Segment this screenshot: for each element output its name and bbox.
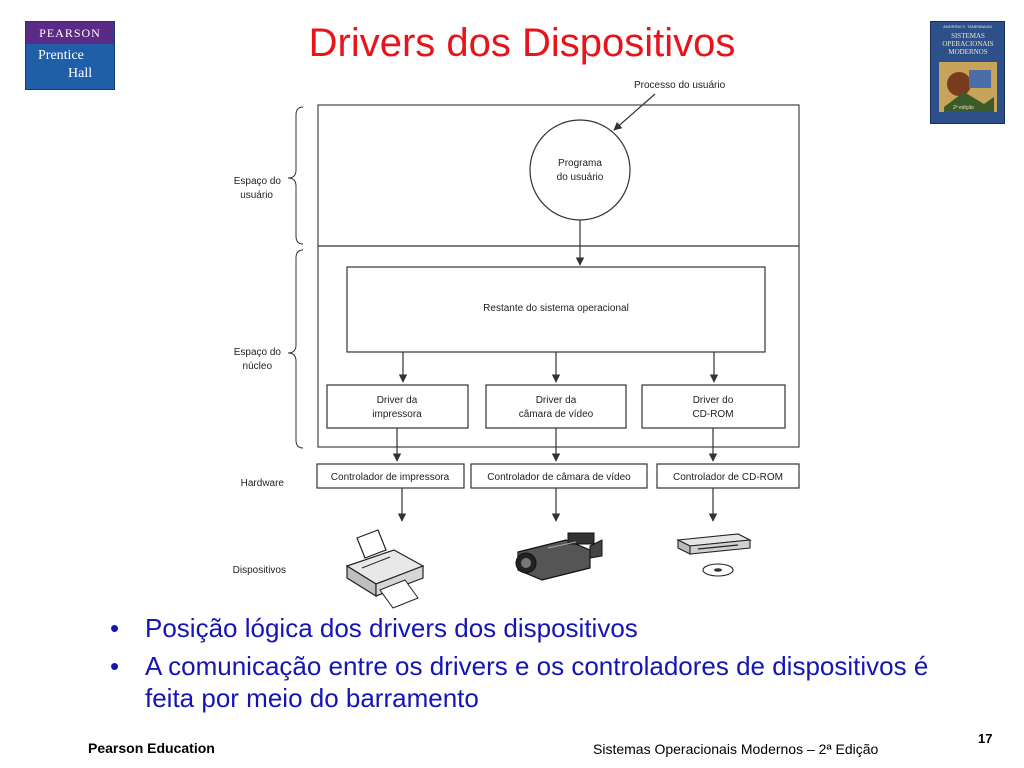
printer-controller-label: Controlador de impressora bbox=[331, 472, 450, 483]
printer-driver-line1: Driver da bbox=[377, 395, 418, 406]
logo-line-1: PEARSON bbox=[26, 22, 114, 44]
book-title: SISTEMAS OPERACIONAIS MODERNOS bbox=[942, 32, 994, 56]
page-number: 17 bbox=[978, 731, 993, 746]
camera-driver-line2: câmara de vídeo bbox=[519, 409, 594, 420]
camera-controller-label: Controlador de câmara de vídeo bbox=[487, 472, 631, 483]
program-label-line1: Programa bbox=[558, 158, 602, 169]
footer-publisher: Pearson Education bbox=[88, 740, 215, 756]
cdrom-driver-line2: CD-ROM bbox=[692, 409, 733, 420]
book-author: ANDREW S. TANENBAUM bbox=[943, 24, 992, 29]
bullet-list: Posição lógica dos drivers dos dispositi… bbox=[110, 612, 945, 720]
printer-driver-line2: impressora bbox=[372, 409, 422, 420]
logo-line-2: Prentice bbox=[38, 48, 84, 63]
kernel-space-frame bbox=[317, 245, 800, 448]
pearson-prentice-hall-logo: PEARSON Prentice Hall bbox=[25, 21, 115, 90]
cdrom-drive-icon bbox=[676, 533, 752, 577]
user-space-brace bbox=[287, 106, 304, 245]
user-program-circle bbox=[529, 119, 631, 221]
printer-icon bbox=[345, 529, 425, 609]
user-space-label-line2: usuário bbox=[240, 190, 273, 201]
book-cover-image: ANDREW S. TANENBAUM SISTEMAS OPERACIONAI… bbox=[930, 21, 1005, 124]
bullet-item: Posição lógica dos drivers dos dispositi… bbox=[110, 612, 945, 644]
cdrom-controller-label: Controlador de CD-ROM bbox=[673, 472, 783, 483]
kernel-space-brace bbox=[287, 249, 304, 449]
camera-driver-box bbox=[485, 384, 627, 429]
slide-title: Drivers dos Dispositivos bbox=[308, 21, 736, 65]
devices-label: Dispositivos bbox=[233, 565, 286, 576]
cdrom-driver-box bbox=[641, 384, 786, 429]
process-pointer-arrow bbox=[613, 93, 656, 131]
book-cover-art: 2ª edição bbox=[939, 62, 997, 112]
cdrom-controller-box bbox=[656, 463, 800, 489]
cdrom-driver-line1: Driver do bbox=[693, 395, 734, 406]
footer-book-title: Sistemas Operacionais Modernos – 2ª Ediç… bbox=[593, 741, 879, 757]
os-rest-label: Restante do sistema operacional bbox=[483, 303, 629, 314]
logo-line-3: Hall bbox=[68, 66, 93, 81]
user-space-label-line1: Espaço do bbox=[234, 176, 282, 187]
os-rest-box bbox=[346, 266, 766, 353]
camcorder-icon bbox=[515, 532, 603, 581]
program-label-line2: do usuário bbox=[557, 172, 604, 183]
hardware-label: Hardware bbox=[241, 478, 285, 489]
kernel-space-label-line1: Espaço do bbox=[234, 347, 282, 358]
printer-controller-box bbox=[316, 463, 465, 489]
bullet-item: A comunicação entre os drivers e os cont… bbox=[110, 650, 945, 714]
camera-driver-line1: Driver da bbox=[536, 395, 577, 406]
process-label: Processo do usuário bbox=[634, 80, 726, 91]
device-drivers-diagram: Processo do usuário Programa do usuário … bbox=[233, 80, 800, 609]
kernel-space-label-line2: núcleo bbox=[243, 361, 273, 372]
book-edition: 2ª edição bbox=[953, 105, 974, 111]
printer-driver-box bbox=[326, 384, 469, 429]
camera-controller-box bbox=[470, 463, 648, 489]
